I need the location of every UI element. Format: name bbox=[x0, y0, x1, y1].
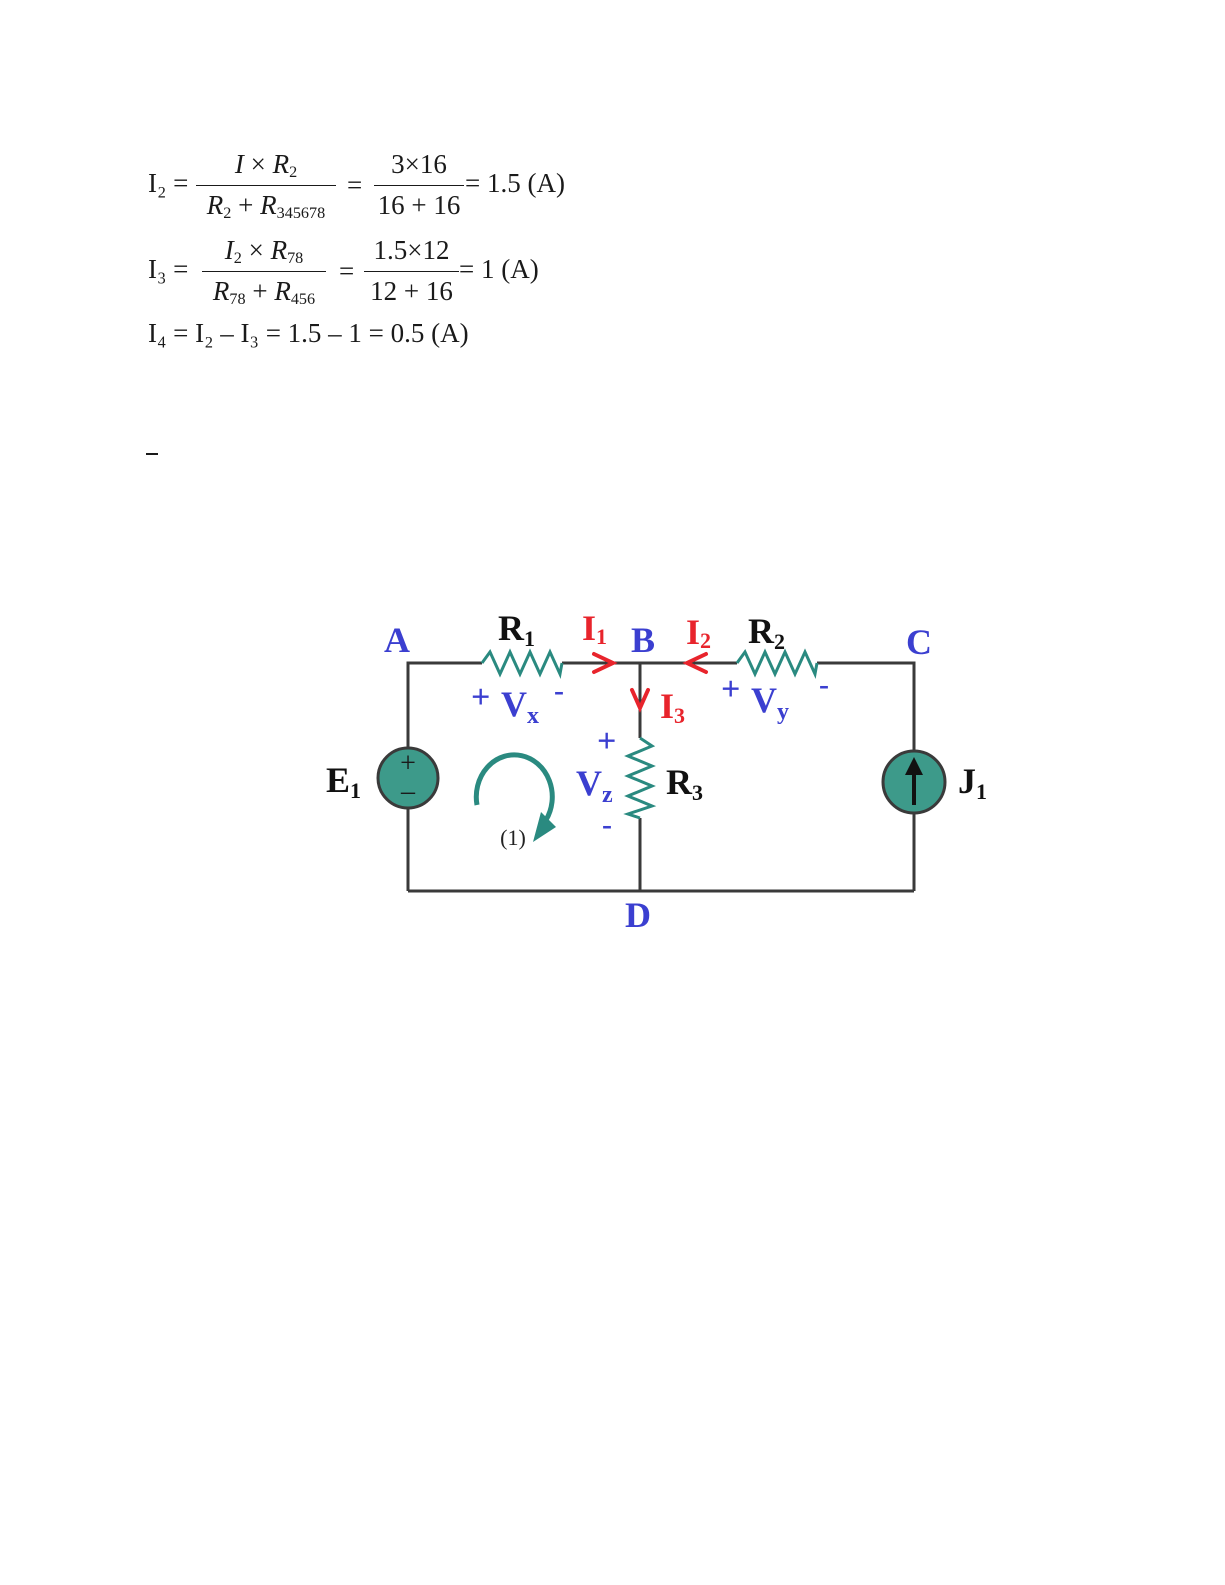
r3-label: R3 bbox=[666, 762, 703, 805]
voltage-source-e1: + – bbox=[378, 748, 438, 808]
i1-label: I1 bbox=[582, 608, 607, 649]
vz-label: Vz bbox=[576, 763, 613, 808]
resistor-r1 bbox=[482, 652, 562, 674]
node-a-label: A bbox=[384, 620, 410, 660]
resistor-r3 bbox=[628, 738, 652, 818]
node-d-label: D bbox=[625, 895, 651, 935]
loop-arrowhead-icon bbox=[533, 812, 556, 842]
vx-label: Vx bbox=[501, 684, 539, 729]
vz-plus: + bbox=[597, 723, 616, 760]
vy-plus: + bbox=[721, 671, 740, 708]
node-labels: A B C D bbox=[384, 620, 932, 935]
r2-label: R2 bbox=[748, 611, 785, 654]
i2-label: I2 bbox=[686, 612, 711, 653]
vx-minus: - bbox=[554, 674, 564, 707]
node-c-label: C bbox=[906, 622, 932, 662]
node-b-label: B bbox=[631, 620, 655, 660]
e1-plus-sign: + bbox=[400, 748, 416, 779]
loop-label: (1) bbox=[500, 825, 526, 850]
e1-minus-sign: – bbox=[400, 776, 416, 807]
vy-label: Vy bbox=[751, 680, 789, 725]
r1-label: R1 bbox=[498, 608, 535, 651]
resistors bbox=[482, 652, 817, 818]
loop-arrow: (1) bbox=[476, 755, 556, 850]
e1-label: E1 bbox=[326, 760, 361, 803]
vx-plus: + bbox=[471, 679, 490, 716]
vz-minus: - bbox=[602, 808, 612, 841]
j1-label: J1 bbox=[958, 761, 987, 804]
wire-right bbox=[817, 663, 914, 752]
current-source-j1 bbox=[883, 751, 945, 813]
vy-minus: - bbox=[819, 668, 829, 701]
resistor-r2 bbox=[737, 652, 817, 674]
i3-label: I3 bbox=[660, 686, 685, 728]
